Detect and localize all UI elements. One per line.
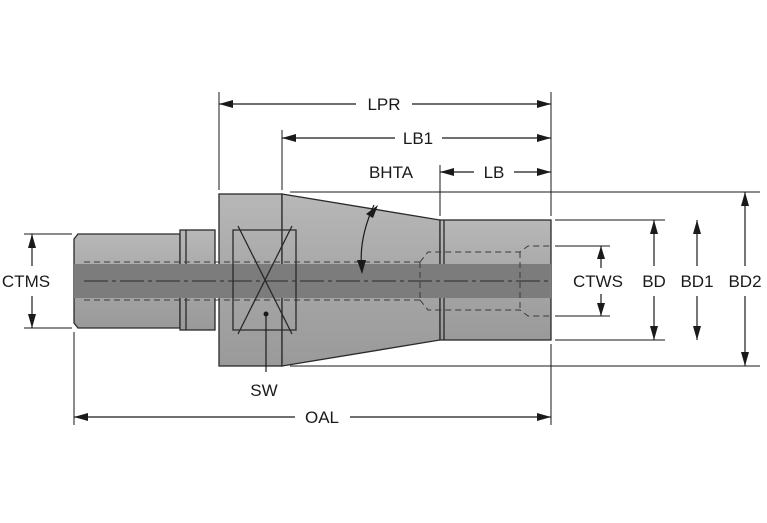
label-lb1: LB1 (403, 129, 433, 148)
dimension-bhta: BHTA (357, 163, 414, 274)
dimension-bd1: BD1 (680, 220, 714, 340)
wrench-flat-icon (232, 225, 297, 335)
label-oal: OAL (305, 408, 339, 427)
dimension-bd: BD (642, 220, 666, 340)
label-bd1: BD1 (680, 272, 713, 291)
dimension-ctws: CTWS (573, 246, 623, 316)
tool-body (73, 193, 552, 367)
label-ctws: CTWS (573, 272, 623, 291)
dimension-lb: LB (440, 163, 551, 182)
label-ctms: CTMS (2, 272, 50, 291)
label-lpr: LPR (367, 95, 400, 114)
label-bd: BD (642, 272, 666, 291)
label-bd2: BD2 (728, 272, 761, 291)
dimension-ctms: CTMS (2, 234, 50, 328)
dimension-lb1: LB1 (282, 129, 551, 148)
label-bhta: BHTA (369, 163, 414, 182)
dimension-oal: OAL (74, 408, 551, 427)
label-lb: LB (484, 163, 505, 182)
dimension-lpr: LPR (219, 95, 551, 114)
dimension-bd2: BD2 (728, 192, 762, 366)
label-sw: SW (250, 381, 277, 400)
dimension-sw: SW (250, 316, 278, 400)
